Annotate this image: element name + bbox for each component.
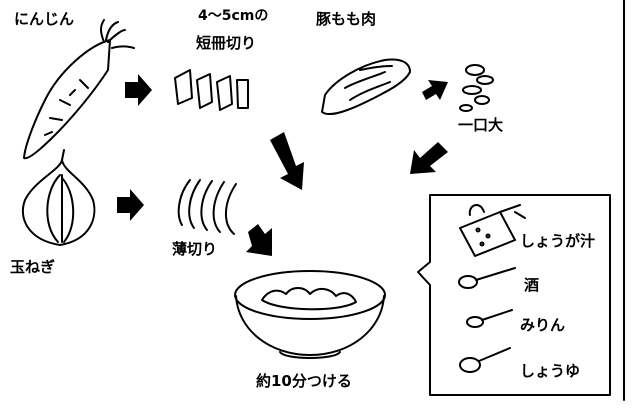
label-carrot: にんじん <box>14 10 75 28</box>
arrow-icon <box>125 74 152 106</box>
arrow-icon <box>422 80 448 100</box>
label-ginger: しょうが汁 <box>520 232 596 250</box>
arrow-icon <box>410 142 448 174</box>
label-soy: しょうゆ <box>520 362 581 380</box>
pork-icon <box>321 58 411 116</box>
arrow-icon <box>270 132 304 190</box>
spoon-icon <box>459 347 511 373</box>
label-onion: 玉ねぎ <box>10 258 56 276</box>
spoon-icon <box>466 309 513 328</box>
label-pork: 豚もも肉 <box>316 10 377 28</box>
onion-icon <box>21 149 96 246</box>
label-carrot-cut-line2: 短冊切り <box>196 34 257 52</box>
carrot-icon <box>23 19 135 160</box>
label-carrot-cut-line1: 4～5cmの <box>198 8 269 24</box>
onion-slices-icon <box>177 179 237 235</box>
arrow-icon <box>246 224 272 256</box>
bowl-icon <box>234 270 386 359</box>
label-mirin: みりん <box>520 316 566 334</box>
carrot-sticks-icon <box>174 69 249 111</box>
label-sake: 酒 <box>524 276 540 294</box>
arrow-icon <box>117 189 144 221</box>
seasoning-panel <box>417 0 625 401</box>
spoon-icon <box>458 267 516 289</box>
label-marinate: 約10分つける <box>256 372 352 390</box>
grater-icon <box>459 204 526 257</box>
label-onion-cut: 薄切り <box>172 240 218 258</box>
pork-pieces-icon <box>459 64 494 112</box>
label-pork-cut: 一口大 <box>458 116 504 134</box>
